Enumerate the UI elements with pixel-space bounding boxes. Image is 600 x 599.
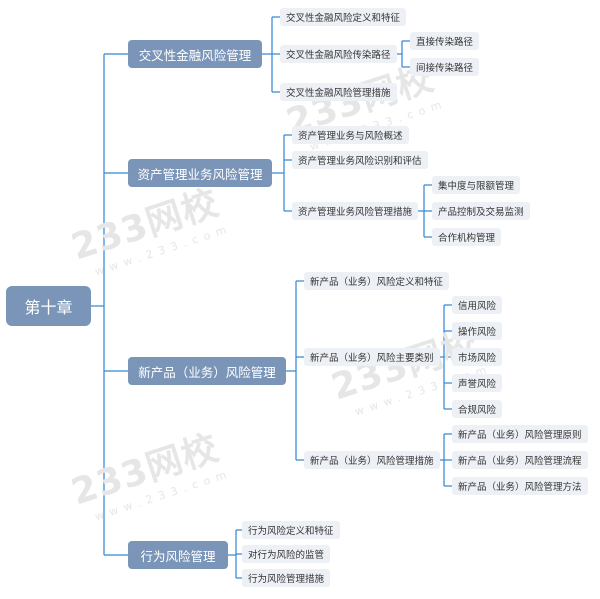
leaf-node[interactable]: 交叉性金融风险传染路径 xyxy=(280,45,397,63)
leaf-node[interactable]: 集中度与限额管理 xyxy=(432,176,521,194)
leaf-node[interactable]: 对行为风险的监管 xyxy=(242,545,331,563)
leaf-node[interactable]: 行为风险定义和特征 xyxy=(242,521,340,539)
branch-node[interactable]: 新产品（业务）风险管理 xyxy=(128,357,286,385)
leaf-node[interactable]: 新产品（业务）风险主要类别 xyxy=(304,348,440,366)
leaf-node[interactable]: 合规风险 xyxy=(452,400,503,418)
leaf-node[interactable]: 资产管理业务与风险概述 xyxy=(292,126,409,144)
leaf-node[interactable]: 资产管理业务风险识别和评估 xyxy=(292,151,428,169)
leaf-node[interactable]: 新产品（业务）风险管理流程 xyxy=(452,451,588,469)
root-node[interactable]: 第十章 xyxy=(6,286,91,326)
leaf-node[interactable]: 直接传染路径 xyxy=(410,32,480,50)
leaf-node[interactable]: 市场风险 xyxy=(452,348,503,366)
leaf-node[interactable]: 交叉性金融风险管理措施 xyxy=(280,83,397,101)
branch-node[interactable]: 资产管理业务风险管理 xyxy=(128,159,272,187)
leaf-node[interactable]: 操作风险 xyxy=(452,322,503,340)
leaf-node[interactable]: 新产品（业务）风险管理原则 xyxy=(452,425,588,443)
leaf-node[interactable]: 行为风险管理措施 xyxy=(242,569,331,587)
leaf-node[interactable]: 新产品（业务）风险管理措施 xyxy=(304,451,440,469)
branch-node[interactable]: 交叉性金融风险管理 xyxy=(128,40,262,68)
leaf-node[interactable]: 间接传染路径 xyxy=(410,58,480,76)
leaf-node[interactable]: 资产管理业务风险管理措施 xyxy=(292,202,419,220)
leaf-node[interactable]: 声誉风险 xyxy=(452,374,503,392)
branch-node[interactable]: 行为风险管理 xyxy=(128,541,228,569)
leaf-node[interactable]: 信用风险 xyxy=(452,296,503,314)
leaf-node[interactable]: 产品控制及交易监测 xyxy=(432,202,530,220)
leaf-node[interactable]: 合作机构管理 xyxy=(432,228,502,246)
leaf-node[interactable]: 交叉性金融风险定义和特征 xyxy=(280,8,407,26)
leaf-node[interactable]: 新产品（业务）风险管理方法 xyxy=(452,477,588,495)
leaf-node[interactable]: 新产品（业务）风险定义和特征 xyxy=(304,272,450,290)
